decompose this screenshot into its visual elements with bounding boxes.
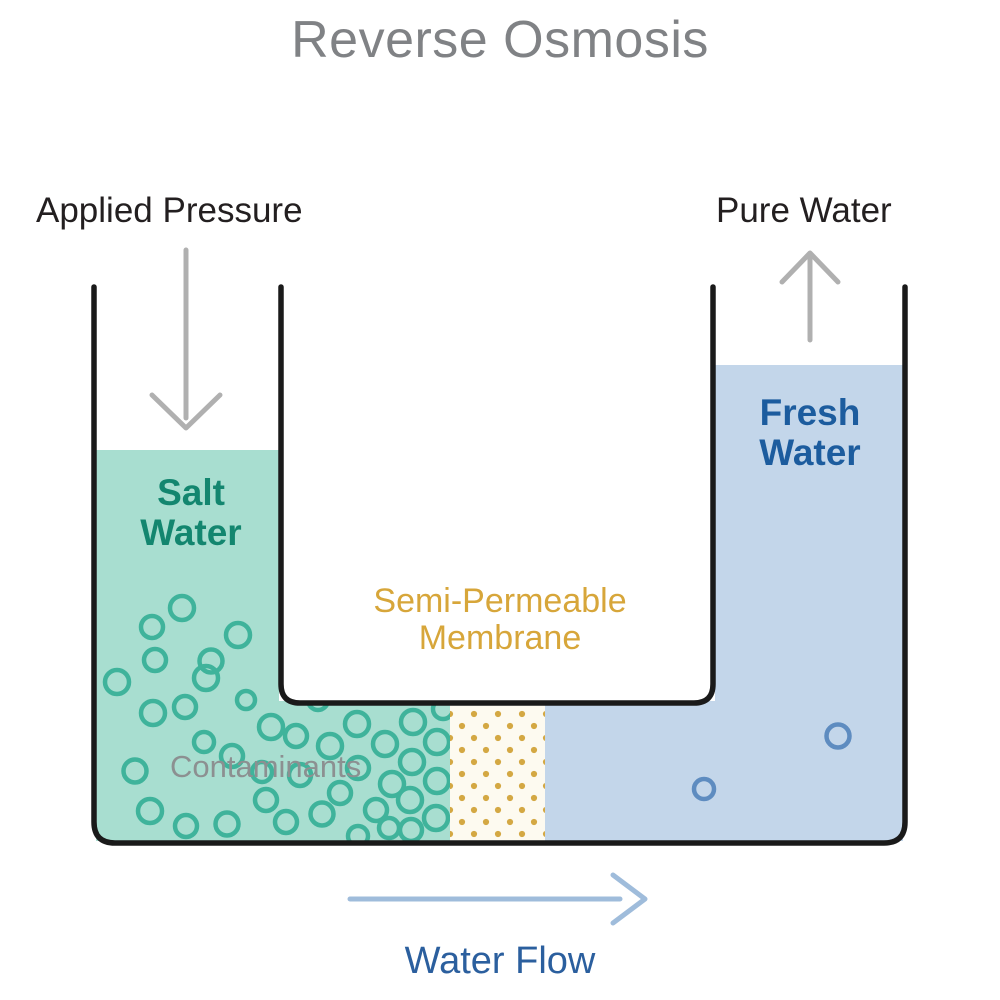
label-salt-water: Salt Water	[140, 472, 242, 553]
label-water-flow: Water Flow	[404, 940, 596, 982]
label-contaminants: Contaminants	[170, 749, 362, 784]
page-title: Reverse Osmosis	[291, 11, 709, 69]
fresh-water-bubbles	[691, 722, 852, 802]
contaminant-bubbles	[102, 593, 450, 841]
semi-permeable-membrane-region	[450, 701, 545, 841]
arrow-right-icon	[347, 872, 648, 926]
label-fresh-water: Fresh Water	[759, 392, 861, 473]
salt-water-fill	[96, 450, 450, 841]
u-tube-outline	[91, 284, 908, 846]
fresh-water-fill	[545, 365, 903, 841]
arrow-down-icon	[149, 247, 223, 431]
label-semi-permeable-membrane: Semi-Permeable Membrane	[373, 582, 627, 657]
label-applied-pressure: Applied Pressure	[36, 191, 303, 230]
arrow-up-icon	[779, 250, 841, 343]
label-pure-water: Pure Water	[716, 191, 892, 230]
